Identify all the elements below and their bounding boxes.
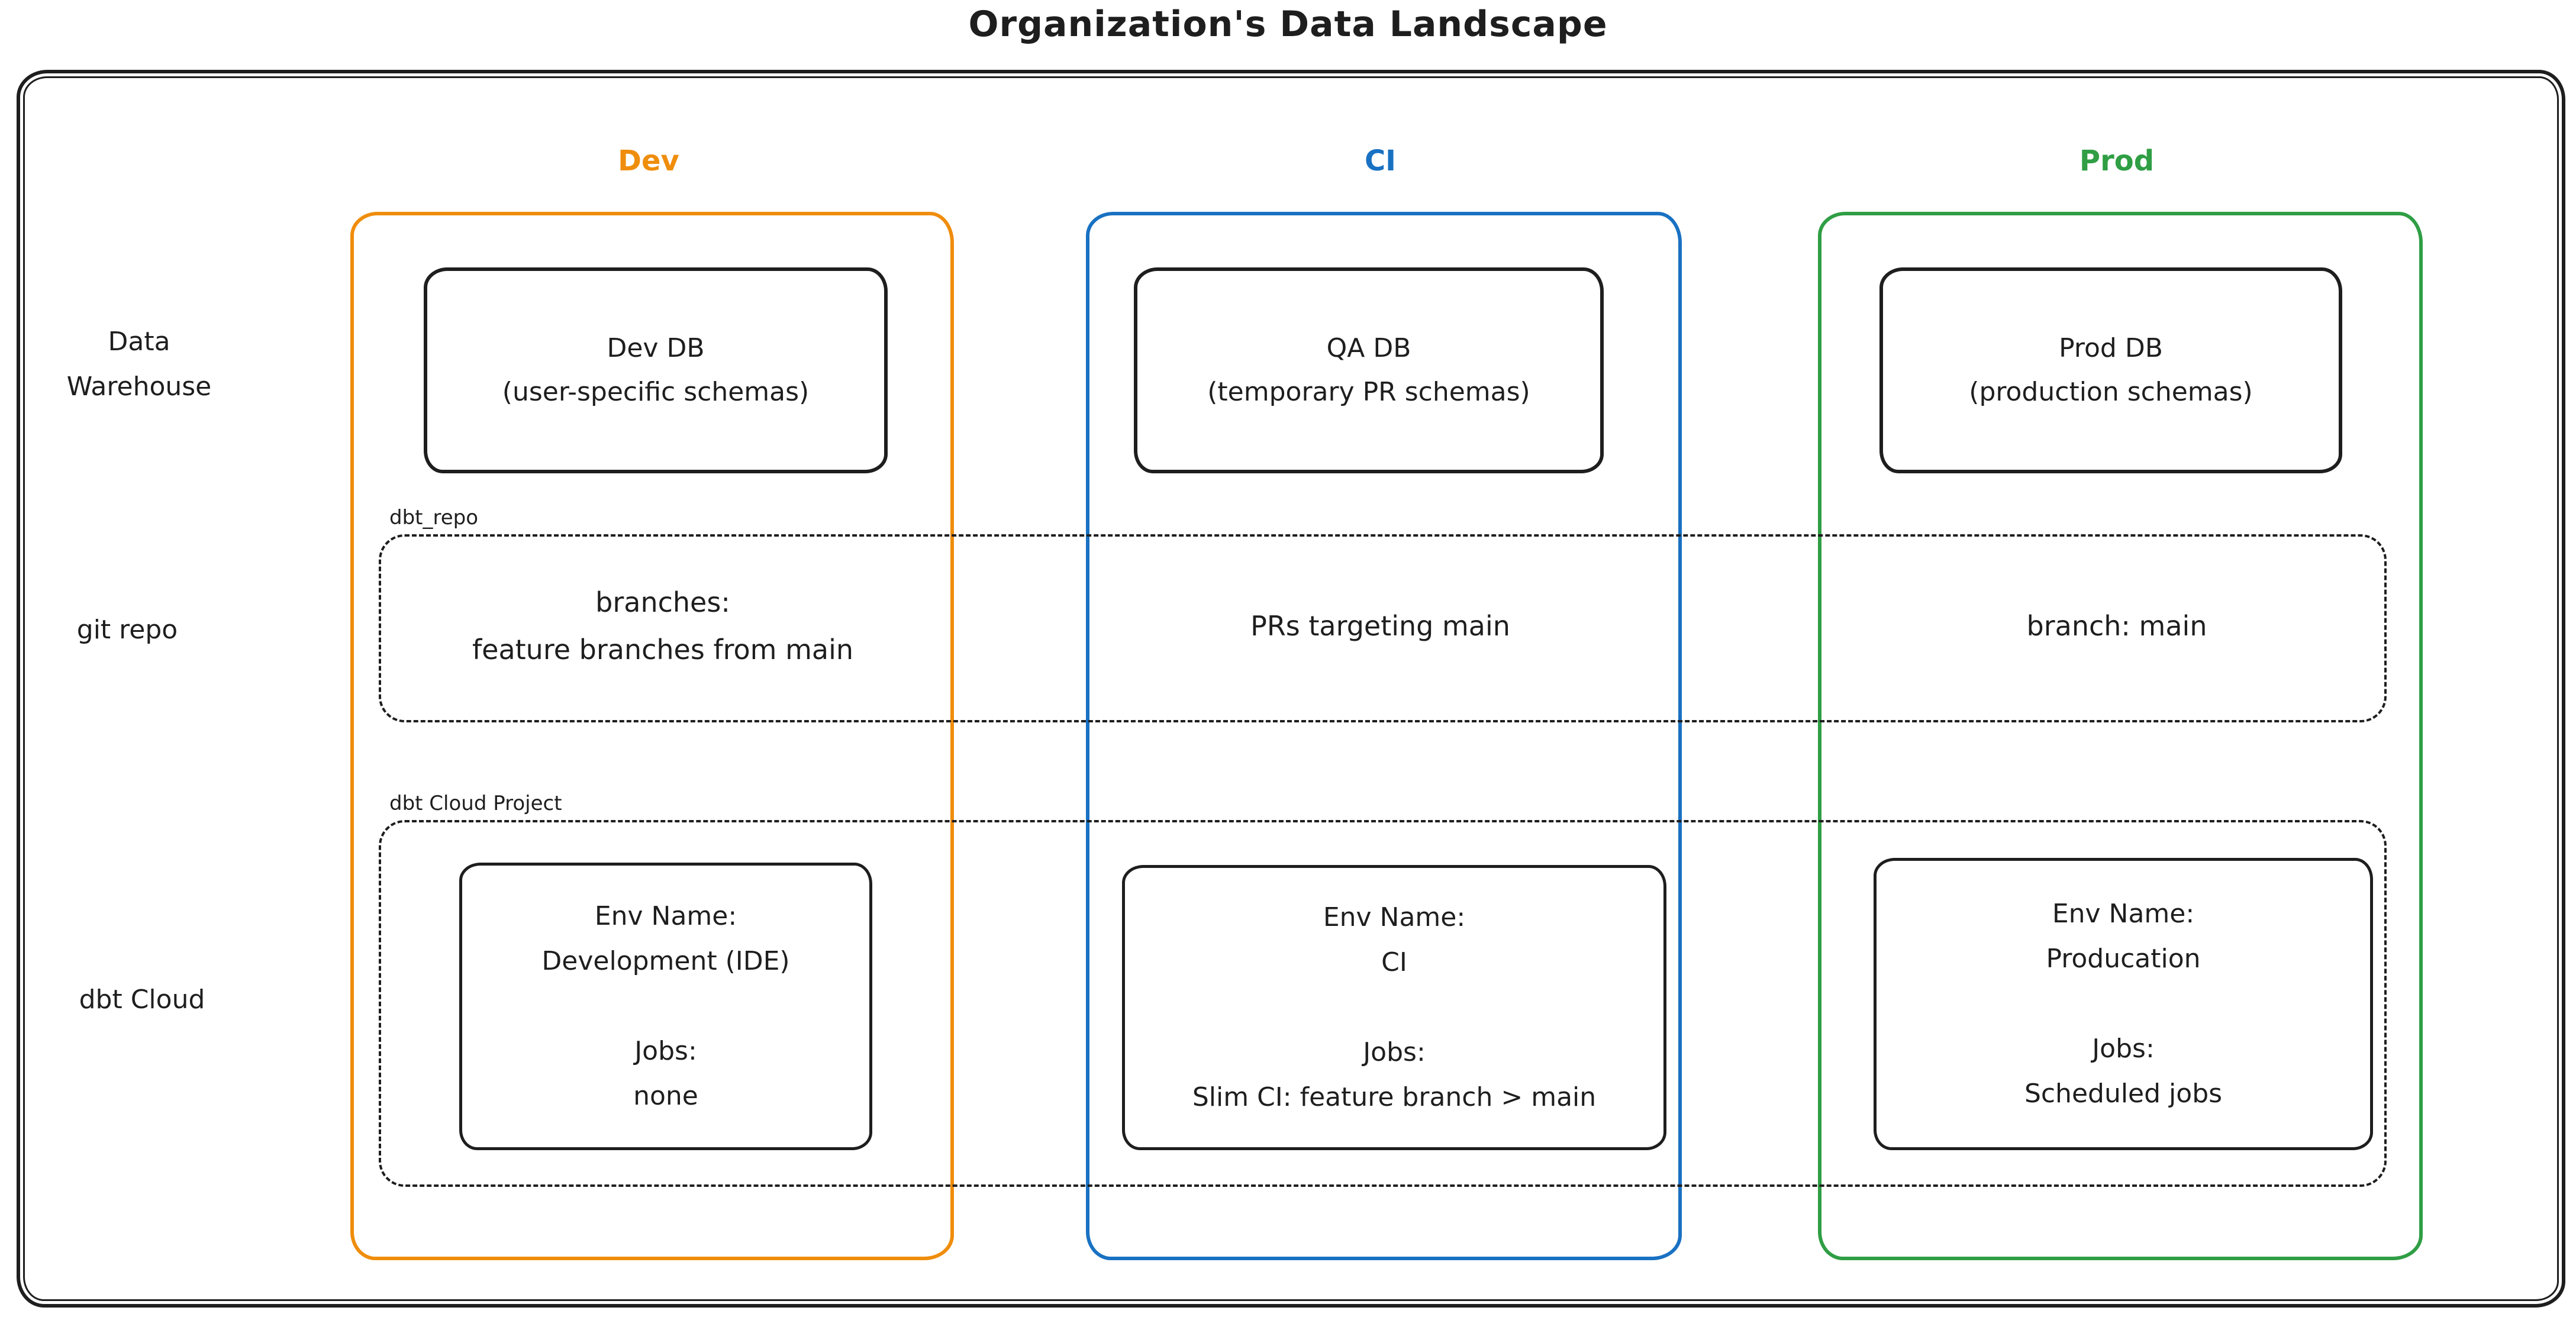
dbt-repo-band-label: dbt_repo — [389, 506, 479, 530]
prod-branch-text: branch: main — [1818, 579, 2416, 673]
row-label-data-warehouse-line2: Warehouse — [66, 372, 212, 402]
prod-column-outline — [1818, 212, 2423, 1260]
dev-db-box: Dev DB (user-specific schemas) — [424, 267, 888, 473]
ci-prs-line1: PRs targeting main — [1250, 610, 1510, 642]
dev-column-header: Dev — [618, 144, 679, 177]
dev-branches-line2: feature branches from main — [472, 634, 854, 666]
ci-column-outline — [1086, 212, 1682, 1260]
ci-prs-text: PRs targeting main — [1086, 579, 1675, 673]
dev-db-title: Dev DB — [607, 333, 705, 363]
dbt-repo-band — [379, 534, 2387, 722]
dev-db-subtitle: (user-specific schemas) — [502, 377, 810, 407]
dev-branches-line1: branches: — [595, 586, 730, 618]
ci-column-header: CI — [1364, 144, 1397, 177]
jobs-value: none — [633, 1081, 698, 1111]
prod-branch-line1: branch: main — [2026, 610, 2207, 642]
prod-db-box: Prod DB (production schemas) — [1879, 267, 2342, 473]
jobs-label: Jobs: — [1363, 1037, 1426, 1067]
row-label-data-warehouse: Data Warehouse — [24, 319, 254, 409]
row-label-dbt-cloud: dbt Cloud — [79, 984, 205, 1015]
dev-branches-text: branches: feature branches from main — [379, 579, 947, 673]
prod-db-title: Prod DB — [2059, 333, 2163, 363]
jobs-label: Jobs: — [634, 1036, 697, 1066]
dev-column-outline — [350, 212, 954, 1260]
page-title: Organization's Data Landscape — [968, 4, 1608, 45]
prod-column-header: Prod — [2079, 144, 2155, 177]
env-name-value: CI — [1381, 947, 1407, 977]
env-name-label: Env Name: — [2052, 899, 2195, 929]
ci-env-box: Env Name: CI Jobs: Slim CI: feature bran… — [1122, 865, 1666, 1150]
dbt-cloud-project-band — [379, 820, 2387, 1187]
env-name-label: Env Name: — [594, 901, 737, 931]
row-label-data-warehouse-line1: Data — [108, 327, 170, 357]
env-spacer — [462, 984, 869, 1029]
prod-env-box: Env Name: Producation Jobs: Scheduled jo… — [1874, 858, 2373, 1150]
dbt-cloud-project-band-label: dbt Cloud Project — [389, 792, 562, 815]
env-spacer — [1125, 985, 1663, 1030]
qa-db-subtitle: (temporary PR schemas) — [1207, 377, 1530, 407]
env-name-value: Development (IDE) — [541, 946, 790, 976]
env-name-label: Env Name: — [1323, 902, 1466, 932]
diagram-frame — [17, 70, 2565, 1308]
jobs-value: Slim CI: feature branch > main — [1192, 1082, 1597, 1112]
env-name-value: Producation — [2046, 944, 2201, 974]
qa-db-title: QA DB — [1326, 333, 1411, 363]
prod-db-subtitle: (production schemas) — [1969, 377, 2253, 407]
dev-env-box: Env Name: Development (IDE) Jobs: none — [459, 863, 872, 1150]
qa-db-box: QA DB (temporary PR schemas) — [1134, 267, 1604, 473]
jobs-value: Scheduled jobs — [2024, 1079, 2223, 1109]
env-spacer — [1877, 982, 2370, 1027]
jobs-label: Jobs: — [2092, 1034, 2155, 1064]
row-label-git-repo: git repo — [76, 615, 178, 645]
